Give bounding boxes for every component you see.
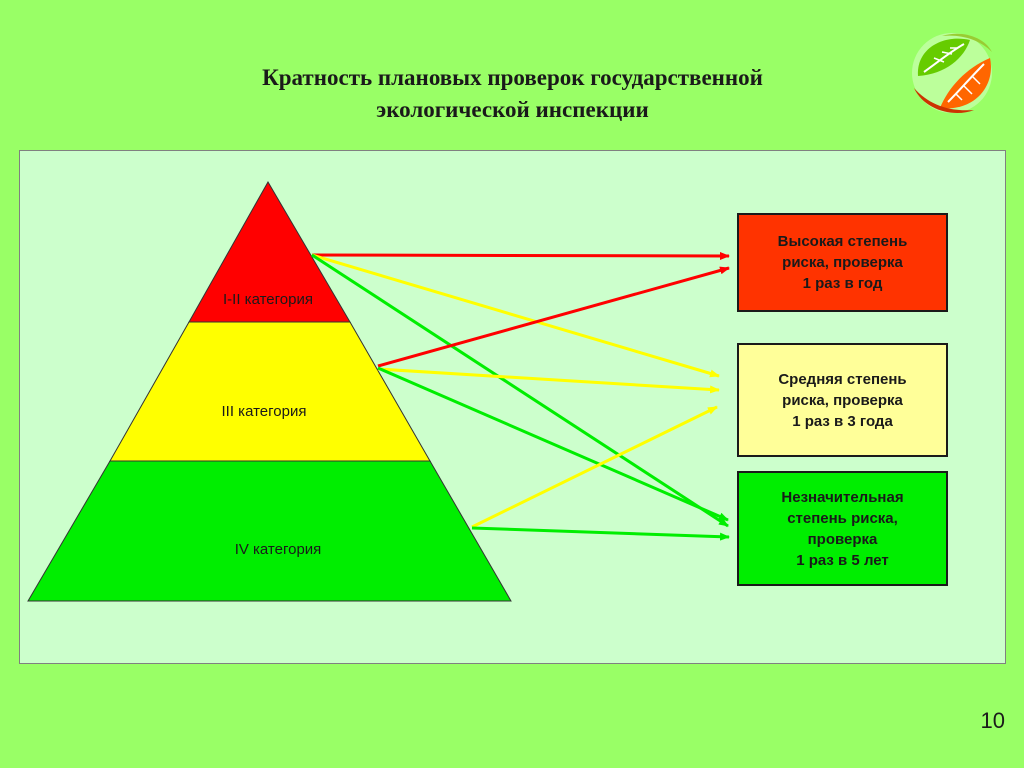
arrow-cat4-to-medium [471,405,718,529]
page-number: 10 [980,708,1005,733]
risk-box-medium-line: Средняя степень [778,370,907,388]
risk-box-low-line: степень риска, [787,509,898,527]
arrow-cat1-to-medium [311,253,720,378]
risk-box-medium-line: 1 раз в 3 года [792,412,893,430]
title-line-1: Кратность плановых проверок государствен… [262,65,763,90]
risk-box-low-line: 1 раз в 5 лет [796,551,889,569]
arrow-cat3-to-high [377,266,730,368]
risk-box-low-line: Незначительная [781,488,904,506]
risk-box-low-line: проверка [807,530,878,548]
risk-box-high-line: риска, проверка [782,254,903,271]
pyramid-level-2 [109,321,431,462]
risk-box-high: Высокая степень риска, проверка 1 раз в … [737,213,948,312]
arrow-cat4-to-low [471,526,730,541]
leaves-logo-icon [912,33,992,114]
risk-box-low: Незначительная степень риска, проверка 1… [737,471,948,586]
page-title: Кратность плановых проверок государствен… [150,62,875,126]
arrow-cat3-to-low [377,366,729,522]
arrow-cat1-to-low [311,253,729,528]
arrow-cat3-to-medium [377,367,720,394]
risk-box-medium-line: риска, проверка [782,391,903,409]
pyramid-label-3: IV категория [235,541,322,558]
title-line-2: экологической инспекции [376,97,649,122]
pyramid-label-1: I-II категория [223,291,313,308]
pyramid-label-2: III категория [222,403,307,420]
pyramid-level-3 [27,460,512,602]
risk-box-high-line: 1 раз в год [802,275,883,292]
risk-box-high-line: Высокая степень [777,233,908,250]
risk-box-medium: Средняя степень риска, проверка 1 раз в … [737,343,948,457]
arrow-cat1-to-high [311,251,730,260]
